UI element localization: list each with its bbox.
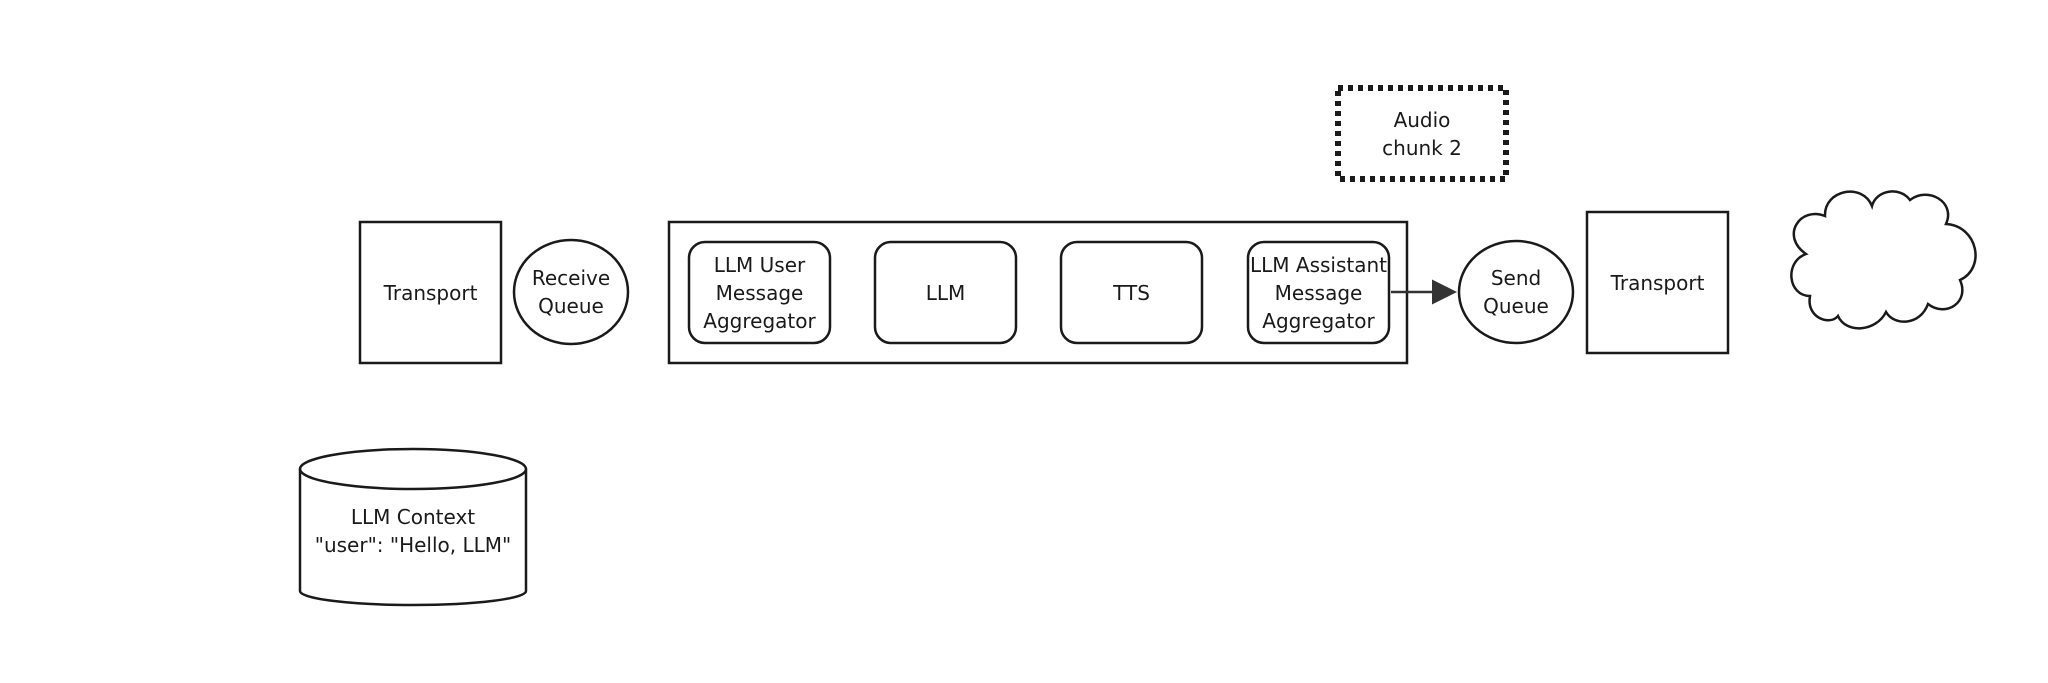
llm-context-line-2: "user": "Hello, LLM"	[314, 533, 512, 557]
audio-chunk-label: Audio chunk 2	[1338, 88, 1506, 179]
assistant-aggregator-box	[1246, 240, 1391, 345]
llm-context-cylinder-top	[298, 447, 528, 491]
tts-box	[1059, 240, 1204, 345]
transport-out-box	[1585, 210, 1730, 355]
llm-context-label: LLM Context "user": "Hello, LLM"	[290, 488, 536, 574]
llm-label: LLM	[875, 242, 1016, 343]
receive-queue-line-2: Queue	[538, 294, 604, 318]
user-aggregator-line-1: LLM User	[713, 252, 806, 277]
send-queue-label: Send Queue	[1459, 241, 1573, 343]
llm-text: LLM	[925, 280, 966, 305]
llm-context-cylinder-body	[298, 469, 528, 607]
assistant-aggregator-line-2: Message	[1274, 280, 1363, 305]
assistant-aggregator-label: LLM Assistant Message Aggregator	[1238, 242, 1399, 343]
user-aggregator-line-3: Aggregator	[703, 308, 816, 333]
transport-in-label: Transport	[360, 222, 501, 363]
cloud-shape	[1790, 190, 1977, 330]
assistant-aggregator-line-3: Aggregator	[1262, 308, 1375, 333]
user-aggregator-label: LLM User Message Aggregator	[689, 242, 830, 343]
assistant-aggregator-line-1: LLM Assistant	[1249, 252, 1387, 277]
transport-in-box	[358, 220, 503, 365]
transport-out-label: Transport	[1587, 212, 1728, 353]
receive-queue-label: Receive Queue	[514, 240, 628, 344]
send-queue-shape	[1457, 239, 1575, 345]
send-queue-line-2: Queue	[1483, 294, 1549, 318]
send-queue-line-1: Send	[1490, 266, 1542, 290]
llm-box	[873, 240, 1018, 345]
user-aggregator-box	[687, 240, 832, 345]
tts-label: TTS	[1061, 242, 1202, 343]
audio-chunk-line-2: chunk 2	[1382, 135, 1462, 160]
receive-queue-line-1: Receive	[531, 266, 611, 290]
audio-chunk-box	[1335, 85, 1509, 182]
transport-in-text: Transport	[383, 280, 478, 305]
audio-chunk-line-1: Audio	[1393, 107, 1451, 132]
user-aggregator-line-2: Message	[715, 280, 804, 305]
tts-text: TTS	[1113, 280, 1150, 305]
transport-out-text: Transport	[1610, 270, 1705, 295]
llm-context-line-1: LLM Context	[350, 505, 476, 529]
receive-queue-shape	[512, 238, 630, 346]
